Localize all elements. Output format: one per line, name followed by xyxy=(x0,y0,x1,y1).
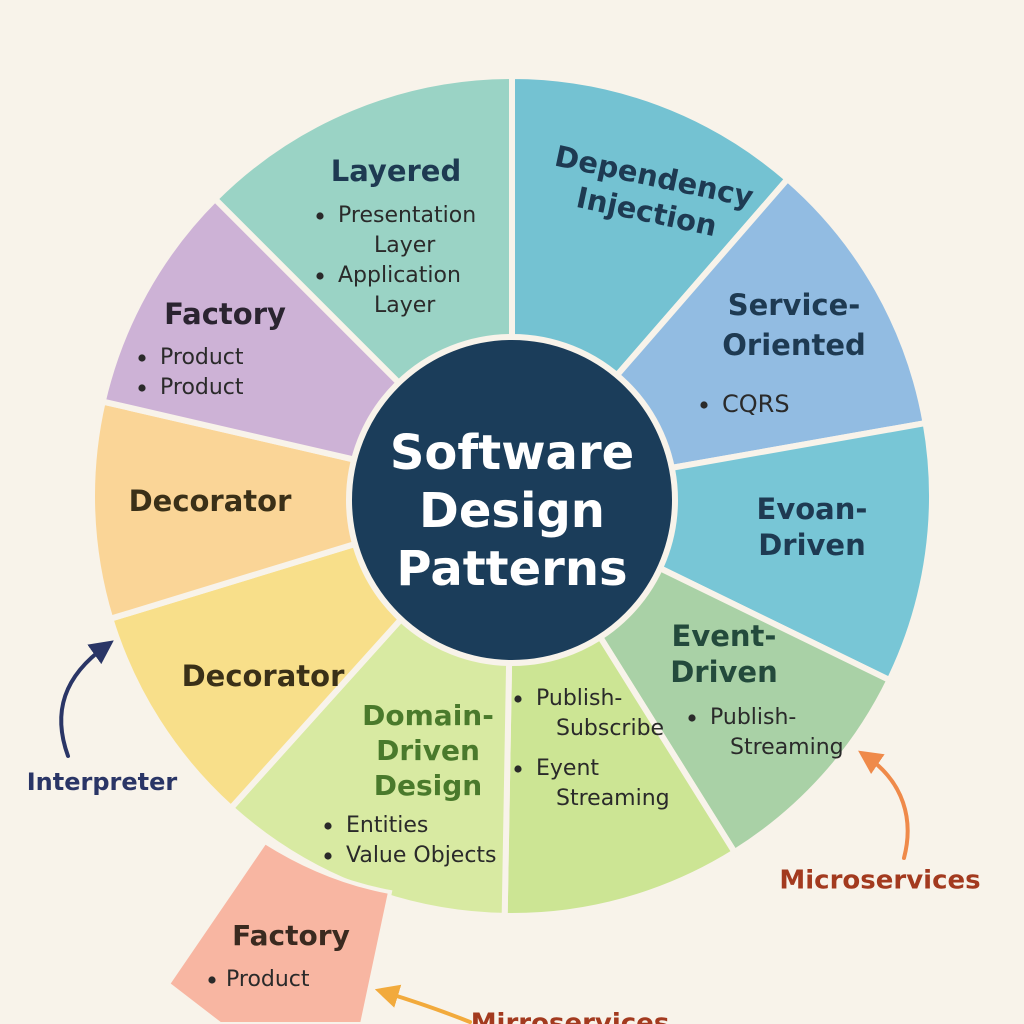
satellite-title: Factory xyxy=(232,919,350,952)
bullet-dot xyxy=(514,695,522,703)
center-circle xyxy=(346,334,678,666)
bullet-dot xyxy=(514,765,522,773)
label-group-evoan-driven: Evoan-Driven xyxy=(757,492,868,562)
satellite-wedge-factory xyxy=(165,839,393,1024)
wedge-title-line: Event- xyxy=(672,619,777,653)
wedge-bullet-text: Application xyxy=(338,263,461,288)
wedge-bullet-text: Layer xyxy=(374,293,436,318)
wedge-bullet-text: Subscribe xyxy=(556,716,664,741)
wedge-title-line: Domain- xyxy=(362,699,494,732)
wedge-bullet-text: Value Objects xyxy=(346,843,497,868)
bullet-dot xyxy=(138,354,146,362)
wedge-bullet-text: Layer xyxy=(374,233,436,258)
bullet-dot xyxy=(316,272,324,280)
wedge-bullet-text: Publish- xyxy=(536,686,622,711)
wedge-bullet-text: Streaming xyxy=(556,786,670,811)
wedge-title-line: Evoan- xyxy=(757,492,868,526)
center-title-line: Patterns xyxy=(396,541,627,597)
wedge-bullet-text: Product xyxy=(160,375,244,400)
wedge-title-line: Design xyxy=(374,769,482,802)
annotation-microservices-right: Microservices xyxy=(779,866,980,896)
bullet-dot xyxy=(688,714,696,722)
arrow-interpreter xyxy=(59,640,114,758)
wedge-title-line: Driven xyxy=(376,734,480,767)
wedge-decorator-upper xyxy=(89,398,515,622)
wedge-title-line: Driven xyxy=(758,528,866,562)
wedge-bullet-text: Eyent xyxy=(536,756,599,781)
wedge-title-line: Driven xyxy=(670,655,778,689)
wedge-bullet-text: Presentation xyxy=(338,203,476,228)
wedge-title-line: Service- xyxy=(728,288,861,322)
bullet-dot xyxy=(324,852,332,860)
wedge-title-line: Decorator xyxy=(129,484,293,518)
bullet-dot xyxy=(208,976,216,984)
bullet-dot xyxy=(324,822,332,830)
label-group-decorator-upper: Decorator xyxy=(129,484,293,518)
bullet-dot xyxy=(316,212,324,220)
wedge-title-line: Factory xyxy=(164,297,286,331)
wedge-bullet-text: Entities xyxy=(346,813,428,838)
wedge-bullet-text: Product xyxy=(160,345,244,370)
bullet-dot xyxy=(700,401,708,409)
wedge-title-line: Decorator xyxy=(182,659,346,693)
annotation-microservices-bottom: Mirroservices xyxy=(471,1009,670,1024)
satellite-wedge-shape xyxy=(165,839,393,1024)
bullet-dot xyxy=(138,384,146,392)
wedge-title-line: Layered xyxy=(331,154,461,188)
center-title-line: Design xyxy=(419,483,605,539)
center-title-line: Software xyxy=(390,425,634,481)
arrow-microservices-bottom xyxy=(374,984,472,1024)
wedge-title-line: Oriented xyxy=(722,328,866,362)
satellite-bullet-text: Product xyxy=(226,967,310,992)
annotation-interpreter: Interpreter xyxy=(27,768,178,796)
wedge-bullet-text: CQRS xyxy=(722,390,790,418)
label-group-decorator-lower: Decorator xyxy=(182,659,346,693)
wedge-bullet-text: Streaming xyxy=(730,735,844,760)
arrow-microservices-right xyxy=(858,750,910,860)
wedge-bullet-text: Publish- xyxy=(710,705,796,730)
